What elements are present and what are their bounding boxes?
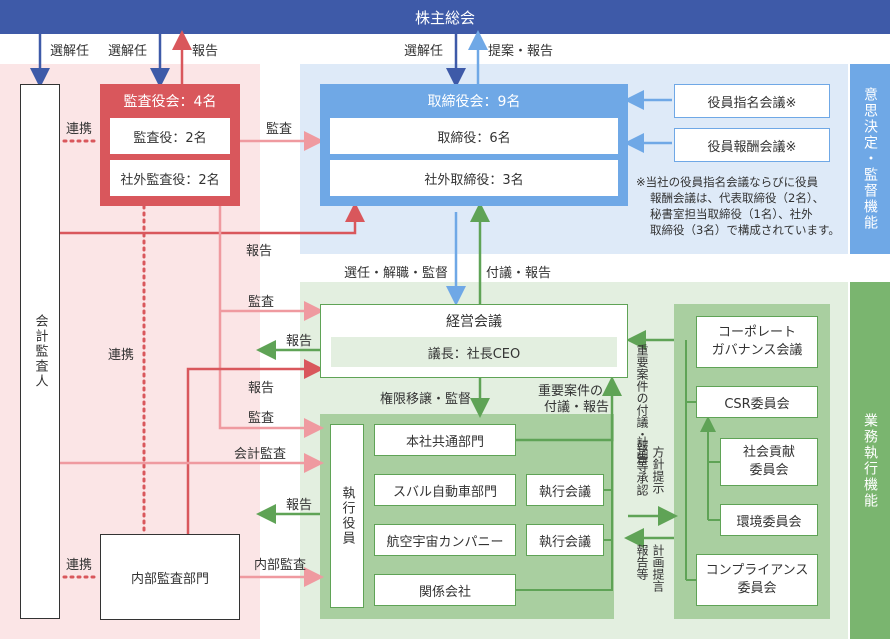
label-renkei-3: 連携 [66,558,93,573]
internal-audit-department: 内部監査部門 [100,534,240,620]
label-kansa-3: 監査 [248,411,275,426]
decision-side-label: 意思決定・監督機能 [850,64,890,254]
exec-meeting-1: 執行会議 [526,474,604,506]
environment-committee: 環境委員会 [720,504,818,536]
label-delegate: 権限移譲・監督 [380,392,472,407]
auditor-member: 監査役：2名 [110,118,230,154]
label-houkoku-1: 報告 [246,244,273,259]
board-of-directors: 取締役会：9名 取締役：6名 社外取締役：3名 [320,84,628,206]
label-renkei-1: 連携 [66,122,93,137]
label-refer-report: 付議・報告 [486,266,552,281]
management-meeting: 経営会議 議長：社長CEO [320,304,628,378]
accounting-auditor: 会計監査人 [20,84,60,619]
footnote: ※当社の役員指名会議ならびに役員 報酬会議は、代表取締役（2名）、 秘書室担当取… [636,174,840,238]
label-important-1: 重要案件の [538,384,604,399]
audit-board-title: 監査役会：4名 [123,94,217,110]
label-select-supervise: 選任・解職・監督 [344,266,449,281]
label-right-plan-submit: 計画提言 [651,544,665,592]
footnote-line: 秘書室担当取締役（1名）、社外 [650,207,813,221]
label-right-policy: 方針提示 [651,446,665,494]
nomination-committee: 役員指名会議※ [674,84,830,118]
label-kansa-2: 監査 [248,295,275,310]
division-affiliates: 関係会社 [374,574,516,606]
label-elect-board: 選解任 [404,44,444,59]
label-accounting-audit: 会計監査 [234,447,287,462]
compliance-line-2: 委員会 [737,581,777,596]
social-contribution-committee: 社会貢献 委員会 [720,438,818,486]
footnote-line: ※当社の役員指名会議ならびに役員 [636,175,819,189]
management-chair: 議長：社長CEO [331,337,617,367]
exec-meeting-2: 執行会議 [526,524,604,556]
label-right-important: 重要案件の付議・報告 [635,344,649,464]
audit-board: 監査役会：4名 監査役：2名 社外監査役：2名 [100,84,240,206]
footnote-line: 取締役（3名）で構成されています。 [650,223,840,237]
social-line-2: 委員会 [749,463,789,478]
governance-line-1: コーポレート [717,325,796,340]
label-houkoku-2: 報告 [286,334,313,349]
label-renkei-2: 連携 [108,348,135,363]
compensation-committee: 役員報酬会議※ [674,128,830,162]
compliance-line-1: コンプライアンス [705,563,809,578]
label-houkoku-4: 報告 [286,498,313,513]
label-report-shareholders: 報告 [192,44,219,59]
execution-side-label: 業務執行機能 [850,282,890,639]
footnote-line: 報酬会議は、代表取締役（2名）、 [650,191,825,205]
label-kansa-1: 監査 [266,122,293,137]
label-right-plan: 計画等承認 [635,436,649,496]
label-right-report: 報告等 [635,544,649,580]
outside-director-member: 社外取締役：3名 [330,160,618,196]
outside-auditor-member: 社外監査役：2名 [110,160,230,196]
director-member: 取締役：6名 [330,118,618,154]
csr-committee: CSR委員会 [696,386,818,418]
board-title: 取締役会：9名 [427,94,521,110]
label-important-2: 付議・報告 [544,400,610,415]
label-houkoku-3: 報告 [248,381,275,396]
division-aero: 航空宇宙カンパニー [374,524,516,556]
governance-committee: コーポレート ガバナンス会議 [696,316,818,368]
division-subaru: スバル自動車部門 [374,474,516,506]
label-propose-report: 提案・報告 [488,44,554,59]
label-internal-audit: 内部監査 [254,558,307,573]
social-line-1: 社会貢献 [742,445,795,460]
label-elect-auditor: 選解任 [50,44,90,59]
executive-officers: 執行役員 [330,424,364,608]
management-title: 経営会議 [446,314,502,330]
division-hq: 本社共通部門 [374,424,516,456]
shareholders-meeting: 株主総会 [0,0,890,34]
label-elect-audit-board: 選解任 [108,44,148,59]
governance-line-2: ガバナンス会議 [711,343,803,358]
compliance-committee: コンプライアンス 委員会 [696,554,818,606]
